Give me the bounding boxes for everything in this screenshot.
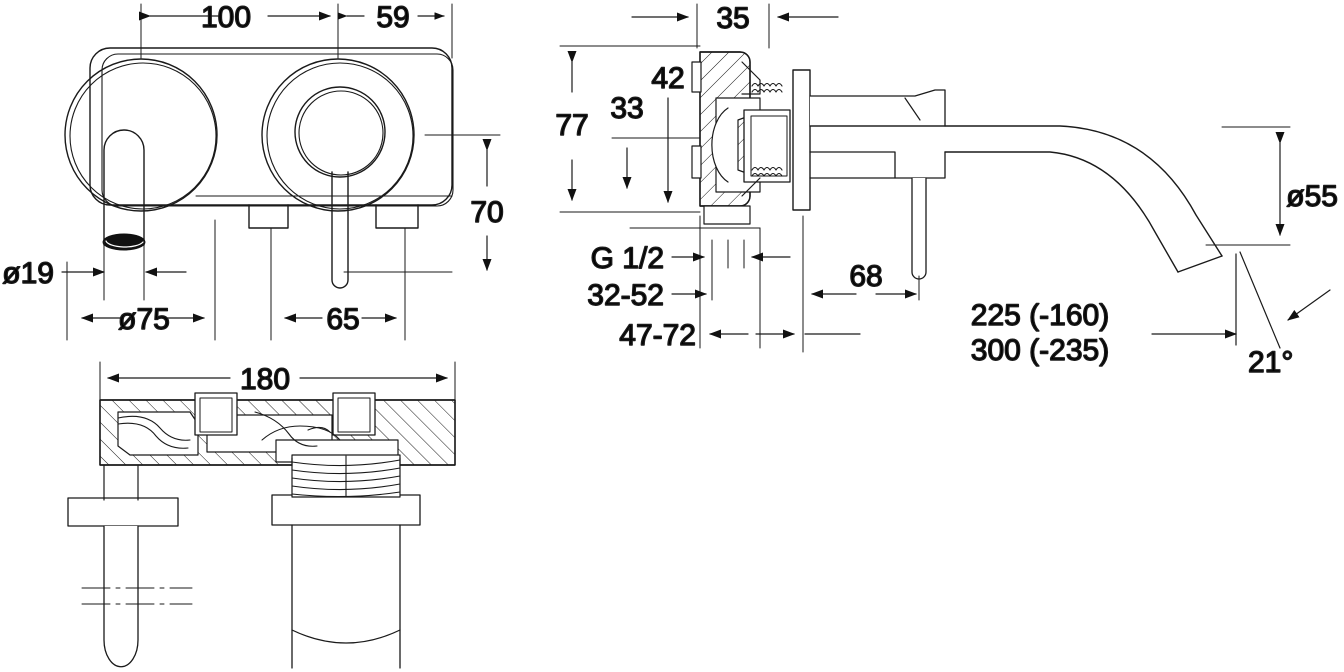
dim-label-300: 300 (-235) — [971, 334, 1109, 367]
dim-label-dia75: ø75 — [118, 303, 170, 336]
handle-hub-inner — [298, 90, 384, 176]
bottom-section-view: 180 — [67, 361, 456, 669]
dim-label-42: 42 — [651, 62, 684, 95]
handle-escutcheon-inner — [266, 62, 414, 210]
dim-label-225: 225 (-160) — [971, 299, 1109, 332]
backplate-outer — [89, 47, 453, 206]
thread-marks-bottom — [751, 166, 783, 177]
spout-arm-curve — [944, 125, 1223, 273]
dim-label-77: 77 — [555, 109, 588, 142]
dim-dia19-group — [61, 239, 187, 301]
spout-escutcheon-outer — [64, 58, 218, 212]
plan-tube-bottom-curve — [291, 629, 401, 644]
wall-escutcheon-plate — [792, 69, 811, 211]
spout-tip-face — [1177, 255, 1223, 273]
dim-dia55-group — [1205, 126, 1291, 246]
lever-stem-section — [911, 177, 927, 280]
spout-front — [102, 129, 146, 251]
dim-label-70: 70 — [470, 196, 503, 229]
dim-label-g12: G 1/2 — [591, 242, 664, 275]
plan-stem-left — [103, 525, 139, 668]
dim-label-dia19: ø19 — [2, 257, 54, 290]
spout-neck-section — [809, 89, 946, 280]
dim-label-dia55: ø55 — [1286, 180, 1338, 213]
plan-centerline-left — [81, 587, 193, 605]
dim-35-group — [631, 3, 839, 49]
dim-label-32-52: 32-52 — [587, 279, 664, 312]
handle-hub-outer — [294, 86, 386, 178]
dim-label-100: 100 — [201, 1, 251, 34]
dim-label-35: 35 — [716, 2, 749, 35]
plan-flange-right — [271, 494, 421, 526]
valve-body-section — [691, 51, 791, 225]
dim-70-group — [482, 139, 492, 271]
plan-boss-right — [332, 392, 376, 436]
spout-escutcheon-inner — [69, 62, 217, 210]
thread-marks-top — [751, 82, 783, 93]
dim-label-180: 180 — [240, 363, 290, 396]
dim-label-21deg: 21° — [1248, 346, 1293, 379]
dim-angle-21-group — [1235, 251, 1331, 349]
mount-tab-right — [375, 204, 419, 229]
dim-100-59-group — [139, 3, 453, 59]
side-section-view: 35 77 33 42 — [555, 1, 1339, 379]
dim-label-59: 59 — [376, 1, 409, 34]
spout-body — [103, 129, 145, 246]
dim-dia75-group — [66, 219, 216, 341]
plan-cavity-left — [117, 411, 199, 456]
plan-tube-right — [291, 524, 401, 669]
backplate-inner — [101, 53, 454, 207]
dim-label-68: 68 — [849, 260, 882, 293]
leader-arrow-tip — [1287, 289, 1331, 321]
mount-tab-left — [248, 204, 289, 229]
lever-handle — [331, 171, 349, 289]
front-elevation-view: 100 59 70 — [2, 0, 504, 341]
plan-boss-left — [194, 392, 238, 436]
dim-label-33: 33 — [610, 92, 643, 125]
aerator-outlet — [102, 233, 146, 251]
plan-thread-lines — [291, 455, 401, 498]
dim-65-group — [270, 227, 406, 341]
handle-escutcheon-outer — [261, 58, 415, 212]
dim-label-47-72: 47-72 — [619, 319, 696, 352]
dim-label-65: 65 — [326, 303, 359, 336]
plan-flange-left — [67, 497, 179, 527]
